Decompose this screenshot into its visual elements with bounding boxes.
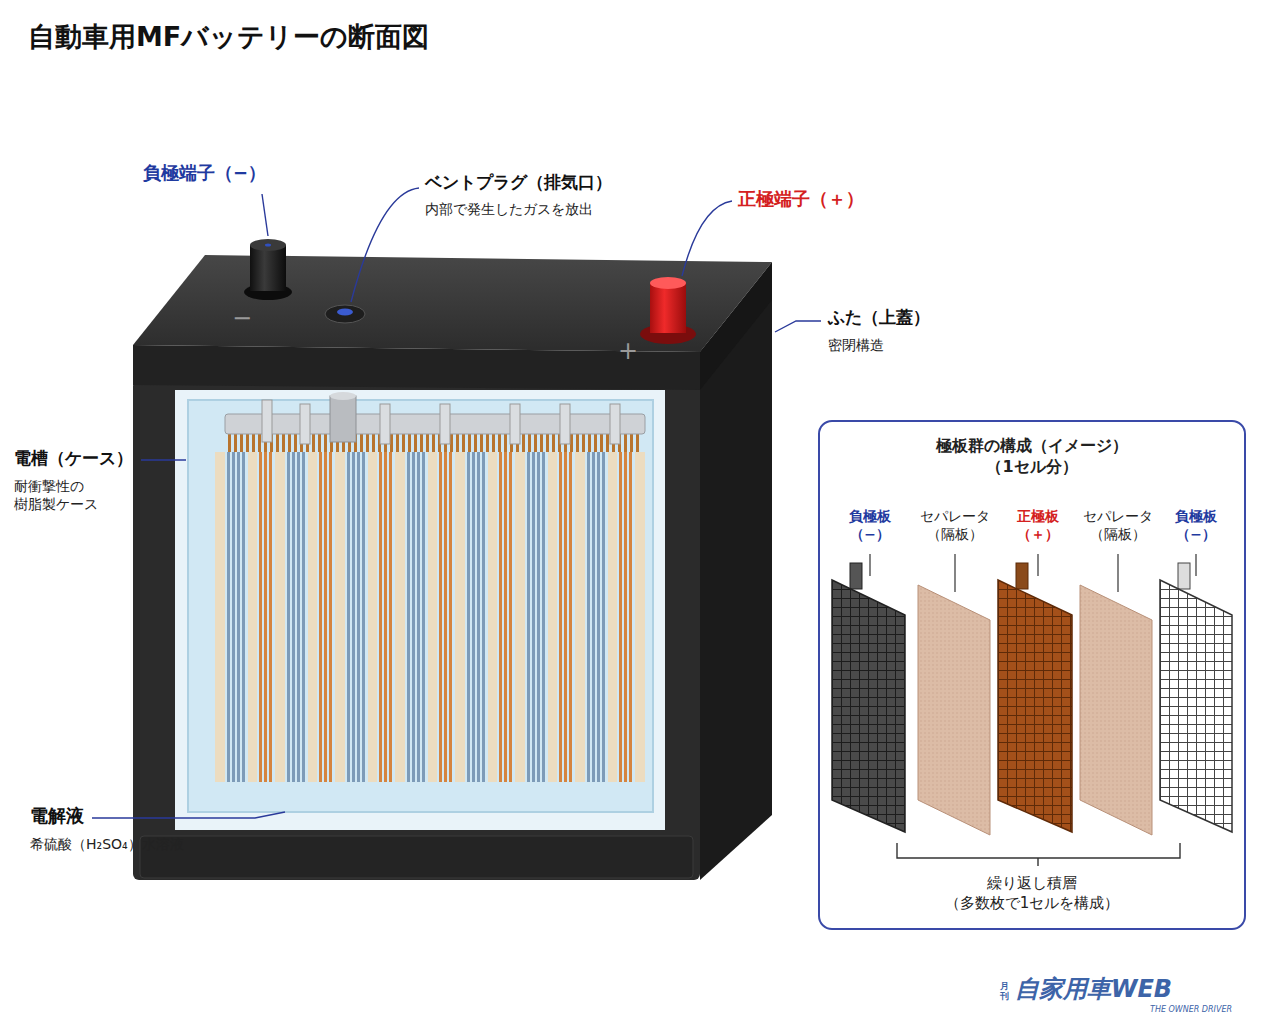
callout-label: ベントプラグ（排気口） xyxy=(425,172,612,193)
callout-note: 内部で発生したガスを放出 xyxy=(425,201,593,219)
callout-label: ふた（上蓋） xyxy=(828,307,930,328)
battery-body-part xyxy=(215,452,645,782)
battery-body-part xyxy=(140,836,693,878)
vent-plug xyxy=(325,305,365,323)
battery-body-part xyxy=(225,414,645,434)
battery-lid-part xyxy=(133,255,772,352)
negative-terminal xyxy=(244,239,292,300)
negative-terminal-part xyxy=(265,244,271,247)
battery-body-part xyxy=(610,404,620,444)
battery-body-part xyxy=(175,390,665,830)
bracket xyxy=(897,843,1180,866)
plate-illustration-part xyxy=(1178,563,1190,589)
plate-label: 負極板 （−） xyxy=(1156,508,1236,543)
plate-label: セパレータ （隔板） xyxy=(915,508,995,543)
leader-line-part xyxy=(869,554,870,576)
plate-label: 正極板 （＋） xyxy=(998,508,1078,543)
bracket-part xyxy=(1037,858,1038,866)
battery-lid xyxy=(133,255,772,390)
leader-line-part xyxy=(954,554,955,592)
battery-body-part xyxy=(380,404,390,444)
vent-plug-part xyxy=(325,305,365,323)
plate-illustration-part xyxy=(832,580,905,832)
battery-body-part xyxy=(560,404,570,444)
battery-body-part xyxy=(440,404,450,444)
battery-body-part xyxy=(133,380,700,880)
positive-terminal-part xyxy=(650,277,686,289)
battery-lid-part xyxy=(133,345,700,390)
watermark: THE OWNER DRIVER xyxy=(1150,1005,1232,1015)
diagram-title: 自動車用MFバッテリーの断面図 xyxy=(28,20,429,54)
panel-note: 繰り返し積層 （多数枚で1セルを構成） xyxy=(922,874,1142,913)
watermark: 月刊 xyxy=(1000,982,1009,1002)
leader-line-part xyxy=(682,201,732,276)
plate-illustration-part xyxy=(850,563,862,589)
battery-body-part xyxy=(330,392,356,400)
leader-line-part xyxy=(351,188,419,302)
leader-line-part xyxy=(775,321,821,332)
battery-body-part xyxy=(225,434,640,452)
battery-body-part xyxy=(188,400,653,812)
negative-terminal-part xyxy=(250,239,286,251)
plate-illustration-part xyxy=(1080,585,1152,835)
bracket-part xyxy=(897,843,1180,858)
plate-illustration-part xyxy=(998,580,1072,832)
panel-heading: 極板群の構成（イメージ） （1セル分） xyxy=(912,436,1152,478)
polarity-mark: − xyxy=(232,303,252,333)
watermark: 自家用車WEB xyxy=(1015,974,1172,1004)
battery-body-part xyxy=(300,404,310,444)
callout-label: 電槽（ケース） xyxy=(14,448,133,469)
plate-illustration-part xyxy=(918,585,990,835)
positive-terminal xyxy=(640,277,696,344)
callout-label: 負極端子（−） xyxy=(143,162,266,185)
inset-panel: 極板群の構成（イメージ） （1セル分） 繰り返し積層 （多数枚で1セルを構成） xyxy=(818,420,1246,930)
leader-line-part xyxy=(1117,554,1118,592)
battery-body xyxy=(133,265,772,880)
leader-line xyxy=(870,554,1196,592)
callout-label: 正極端子（＋） xyxy=(738,188,864,211)
plate-label: セパレータ （隔板） xyxy=(1078,508,1158,543)
positive-terminal-part xyxy=(650,283,686,333)
plate-label: 負極板 （−） xyxy=(830,508,910,543)
callout-label: 電解液 xyxy=(30,805,84,828)
plate-illustration-part xyxy=(1016,563,1028,589)
negative-terminal-part xyxy=(250,245,286,291)
battery-lid-part xyxy=(700,262,772,390)
battery-body-part xyxy=(330,396,356,442)
callout-note: 耐衝撃性の 樹脂製ケース xyxy=(14,478,110,513)
vent-plug-part xyxy=(337,309,353,316)
battery-body-part xyxy=(510,404,520,444)
leader-line-part xyxy=(262,194,268,236)
plate-illustration xyxy=(832,563,1232,835)
callout-note: 希硫酸（H₂SO₄）水溶液 xyxy=(30,836,184,854)
leader-line-part xyxy=(1037,554,1038,576)
leader-line xyxy=(92,188,821,818)
leader-line-part xyxy=(92,812,285,818)
leader-line-part xyxy=(1195,554,1196,576)
battery-body-part xyxy=(262,400,272,442)
polarity-mark: + xyxy=(618,336,638,366)
plate-illustration-part xyxy=(1160,580,1232,832)
callout-note: 密閉構造 xyxy=(828,337,884,355)
leader-line-part xyxy=(141,459,186,460)
